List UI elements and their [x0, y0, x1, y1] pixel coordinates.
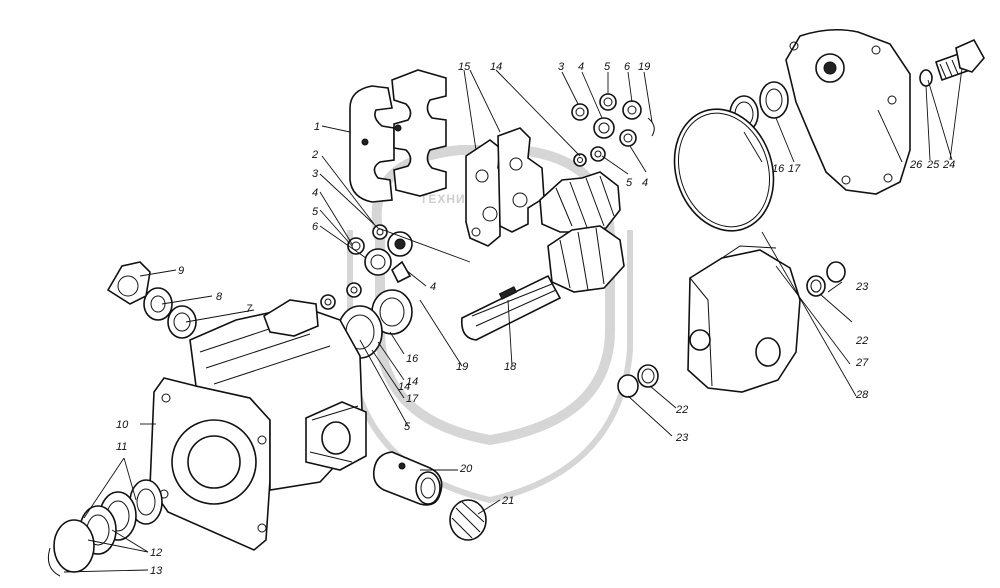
bolt-part [919, 38, 985, 87]
shaft-seal-part [106, 261, 197, 339]
callout-label: 16 [772, 163, 785, 175]
watermark-text: ТЕХНИ [420, 192, 466, 206]
callout-label: 6 [312, 221, 319, 233]
callout-label: 4 [312, 187, 318, 199]
rotor-segment-part [349, 69, 447, 203]
callout-label: 11 [116, 441, 127, 453]
callout-label: 10 [116, 419, 129, 431]
callout-label: 17 [406, 393, 419, 405]
callout-label: 7 [246, 303, 253, 315]
o-ring-part [673, 108, 775, 232]
bushing-housing-part [687, 245, 801, 393]
callout-label: 25 [926, 159, 940, 171]
callout-label: 27 [855, 357, 869, 369]
callout-label: 6 [624, 61, 631, 73]
plug-seal-part [617, 261, 846, 398]
callout-label: 5 [312, 206, 319, 218]
callout-label: 3 [312, 168, 319, 180]
callout-label: 5 [604, 61, 611, 73]
callout-label: 26 [909, 159, 923, 171]
callout-label: 16 [406, 353, 419, 365]
callout-label: 22 [855, 335, 868, 347]
callout-label: 22 [675, 404, 688, 416]
callout-label: 4 [642, 177, 648, 189]
callout-label: 3 [558, 61, 565, 73]
callout-label: 1 [314, 121, 320, 133]
callout-label: 9 [178, 265, 184, 277]
callout-label: 19 [456, 361, 468, 373]
leader-lines [63, 67, 963, 573]
callout-label: 24 [942, 159, 955, 171]
bearing-set-part [320, 224, 413, 359]
callout-label: 5 [626, 177, 633, 189]
callout-label: 17 [788, 163, 801, 175]
callout-label: 5 [404, 421, 411, 433]
gear-shaft-part [460, 171, 625, 341]
callout-label: 2 [311, 149, 318, 161]
callout-label: 13 [150, 565, 163, 577]
callout-label: 8 [216, 291, 223, 303]
callout-label: 23 [855, 281, 869, 293]
callout-label: 14 [490, 61, 502, 73]
callout-label: 23 [675, 432, 689, 444]
callout-label: 4 [578, 61, 584, 73]
callout-labels: 1 2 3 4 5 6 7 8 9 10 11 12 13 14 15 14 3… [116, 61, 955, 577]
end-cap-part [449, 499, 487, 541]
pump-body-part [149, 299, 367, 551]
callout-label: 12 [150, 547, 162, 559]
retaining-rings-part [47, 479, 163, 577]
callout-label: 4 [430, 281, 436, 293]
callout-label: 19 [638, 61, 650, 73]
rear-cover-part [785, 28, 911, 195]
callout-label: 14 [398, 381, 410, 393]
callout-label: 20 [459, 463, 473, 475]
callout-label: 21 [501, 495, 514, 507]
callout-label: 28 [855, 389, 869, 401]
callout-label: 18 [504, 361, 517, 373]
sleeve-bushing-part [372, 451, 443, 506]
callout-label: 15 [458, 61, 471, 73]
top-bearing-set-part [571, 93, 655, 167]
callout-label: 14 [406, 376, 418, 388]
